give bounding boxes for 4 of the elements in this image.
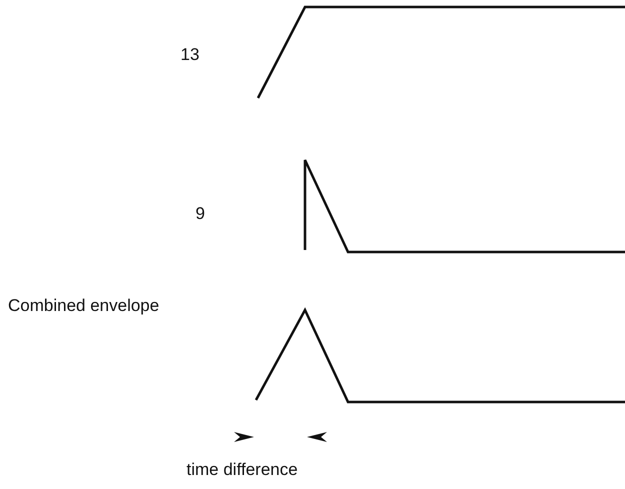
dimension-label: time difference bbox=[186, 460, 298, 480]
waveform-number: 13 bbox=[180, 45, 200, 65]
waveform-number: 9 bbox=[196, 204, 205, 224]
waveform-label: Combined envelope bbox=[8, 296, 160, 316]
